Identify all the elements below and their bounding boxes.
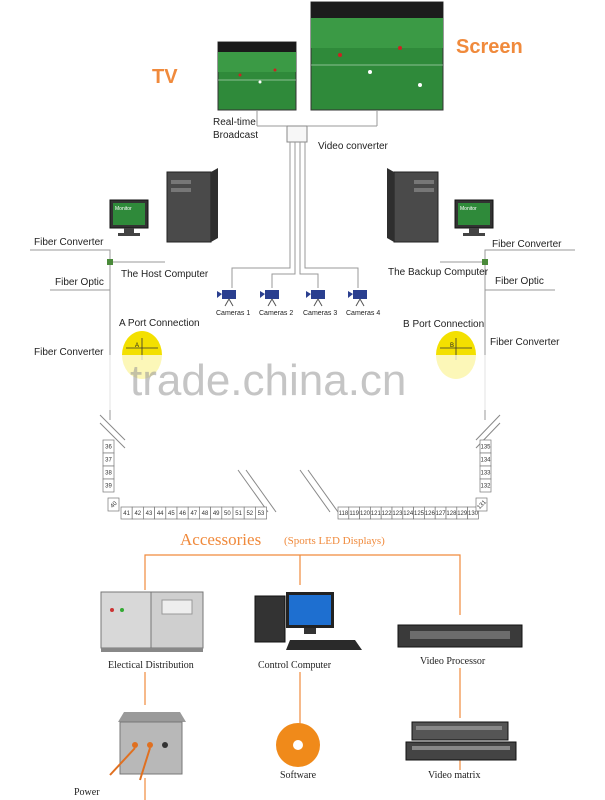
cabinet-number: 52 <box>246 511 253 517</box>
fiber-converter-left-dot <box>107 259 113 265</box>
cabinet-number: 130 <box>468 511 479 517</box>
power-icon <box>109 712 186 781</box>
cabinet-number: 40 <box>110 500 119 509</box>
cabinet-cell <box>479 478 492 493</box>
fiber-optic-left-label: Fiber Optic <box>55 277 104 288</box>
camera-2-label: Cameras 2 <box>259 310 294 317</box>
video-matrix-label: Video matrix <box>428 770 481 781</box>
cabinet-number: 127 <box>436 511 447 517</box>
left-cabinet-column: 36 37 38 39 40 <box>102 439 120 512</box>
cabinet-number: 125 <box>414 511 425 517</box>
right-cabinet-column: 135 134 133 132 131 <box>475 439 492 512</box>
video-converter-label: Video converter <box>318 141 388 152</box>
fiber-converter-left-label: Fiber Converter <box>34 237 104 248</box>
backup-computer-icon <box>387 168 494 243</box>
backup-computer-label: The Backup Computer <box>388 267 489 278</box>
tv-screen <box>217 41 297 111</box>
cabinet-number: 129 <box>457 511 468 517</box>
electrical-distribution-icon <box>100 591 204 652</box>
b-port-letter: B <box>450 343 455 349</box>
cabinet-number: 124 <box>403 511 414 517</box>
power-label: Power <box>74 787 100 798</box>
cabinet-number: 51 <box>235 511 242 517</box>
cabinet-number: 131 <box>477 499 489 511</box>
cabinet-number: 133 <box>480 471 491 477</box>
control-computer-label: Control Computer <box>258 660 332 671</box>
cabinet-number: 42 <box>134 511 141 517</box>
cabinet-number: 122 <box>382 511 393 517</box>
video-processor-label: Video Processor <box>420 656 486 667</box>
accessories-title: Accessories <box>180 530 262 549</box>
realtime-label: Real-time <box>213 117 256 128</box>
fiber-converter-right2-label: Fiber Converter <box>490 337 560 348</box>
camera-1-label: Cameras 1 <box>216 310 251 317</box>
screen-label: Screen <box>456 36 523 58</box>
cabinet-cell <box>255 506 267 520</box>
camera-links <box>231 142 359 288</box>
cabinet-number: 120 <box>360 511 371 517</box>
camera-4-label: Cameras 4 <box>346 310 381 317</box>
host-computer-icon <box>109 168 218 243</box>
cabinet-number: 39 <box>105 484 112 490</box>
a-port-label: A Port Connection <box>119 318 200 329</box>
cabinet-cell <box>475 497 488 512</box>
cabinet-number: 46 <box>179 511 186 517</box>
accessories-lines <box>144 554 461 800</box>
cabinet-number: 48 <box>202 511 209 517</box>
control-computer-icon <box>254 592 362 650</box>
host-computer-label: The Host Computer <box>121 269 209 280</box>
cabinet-cell <box>102 478 115 493</box>
monitor-label-right: Monitor <box>460 206 477 212</box>
tv-label: TV <box>152 66 178 88</box>
fiber-optic-right-label: Fiber Optic <box>495 276 544 287</box>
b-port-label: B Port Connection <box>403 319 485 330</box>
cabinet-number: 134 <box>480 458 491 464</box>
cabinet-number: 37 <box>105 458 112 464</box>
cabinet-number: 135 <box>480 445 491 451</box>
cabinet-number: 41 <box>123 511 130 517</box>
camera-3-label: Cameras 3 <box>303 310 338 317</box>
cabinet-number: 132 <box>480 484 491 490</box>
watermark-text: trade.china.cn <box>130 356 407 405</box>
video-processor-icon <box>397 624 523 648</box>
bottom-left-cabinet-row: 41 42 43 44 45 46 47 48 49 50 51 52 53 <box>120 506 267 520</box>
cabinet-number: 128 <box>446 511 457 517</box>
fiber-converter-right-label: Fiber Converter <box>492 239 562 250</box>
monitor-label-left: Monitor <box>115 206 132 212</box>
cabinet-number: 123 <box>392 511 403 517</box>
cabinet-number: 47 <box>190 511 197 517</box>
camera-icons <box>217 290 367 307</box>
cabinet-cell <box>467 506 479 520</box>
cabinet-number: 50 <box>224 511 231 517</box>
software-icon <box>276 723 320 767</box>
cabinet-number: 38 <box>105 471 112 477</box>
a-port-letter: A <box>135 343 140 349</box>
cabinet-number: 49 <box>213 511 220 517</box>
cabinet-number: 36 <box>105 445 112 451</box>
cabinet-number: 45 <box>168 511 175 517</box>
cabinet-number: 118 <box>339 511 349 517</box>
software-label: Software <box>280 770 317 781</box>
video-converter-box <box>286 125 308 143</box>
cabinet-number: 53 <box>258 511 265 517</box>
cabinet-number: 121 <box>371 511 382 517</box>
cabinet-number: 43 <box>146 511 153 517</box>
fiber-converter-right-dot <box>482 259 488 265</box>
big-screen <box>310 1 444 111</box>
electrical-distribution-label: Electical Distribution <box>108 660 194 671</box>
cabinet-number: 119 <box>349 511 359 517</box>
video-matrix-icon <box>405 721 517 761</box>
fiber-converter-left2-label: Fiber Converter <box>34 347 104 358</box>
cabinet-number: 44 <box>157 511 164 517</box>
cabinet-cell <box>107 497 120 512</box>
broadcast-label: Broadcast <box>213 130 259 141</box>
break-marks <box>99 414 501 513</box>
watermark-band <box>0 355 605 410</box>
cabinet-number: 126 <box>425 511 436 517</box>
accessories-subtitle: (Sports LED Displays) <box>284 535 385 547</box>
